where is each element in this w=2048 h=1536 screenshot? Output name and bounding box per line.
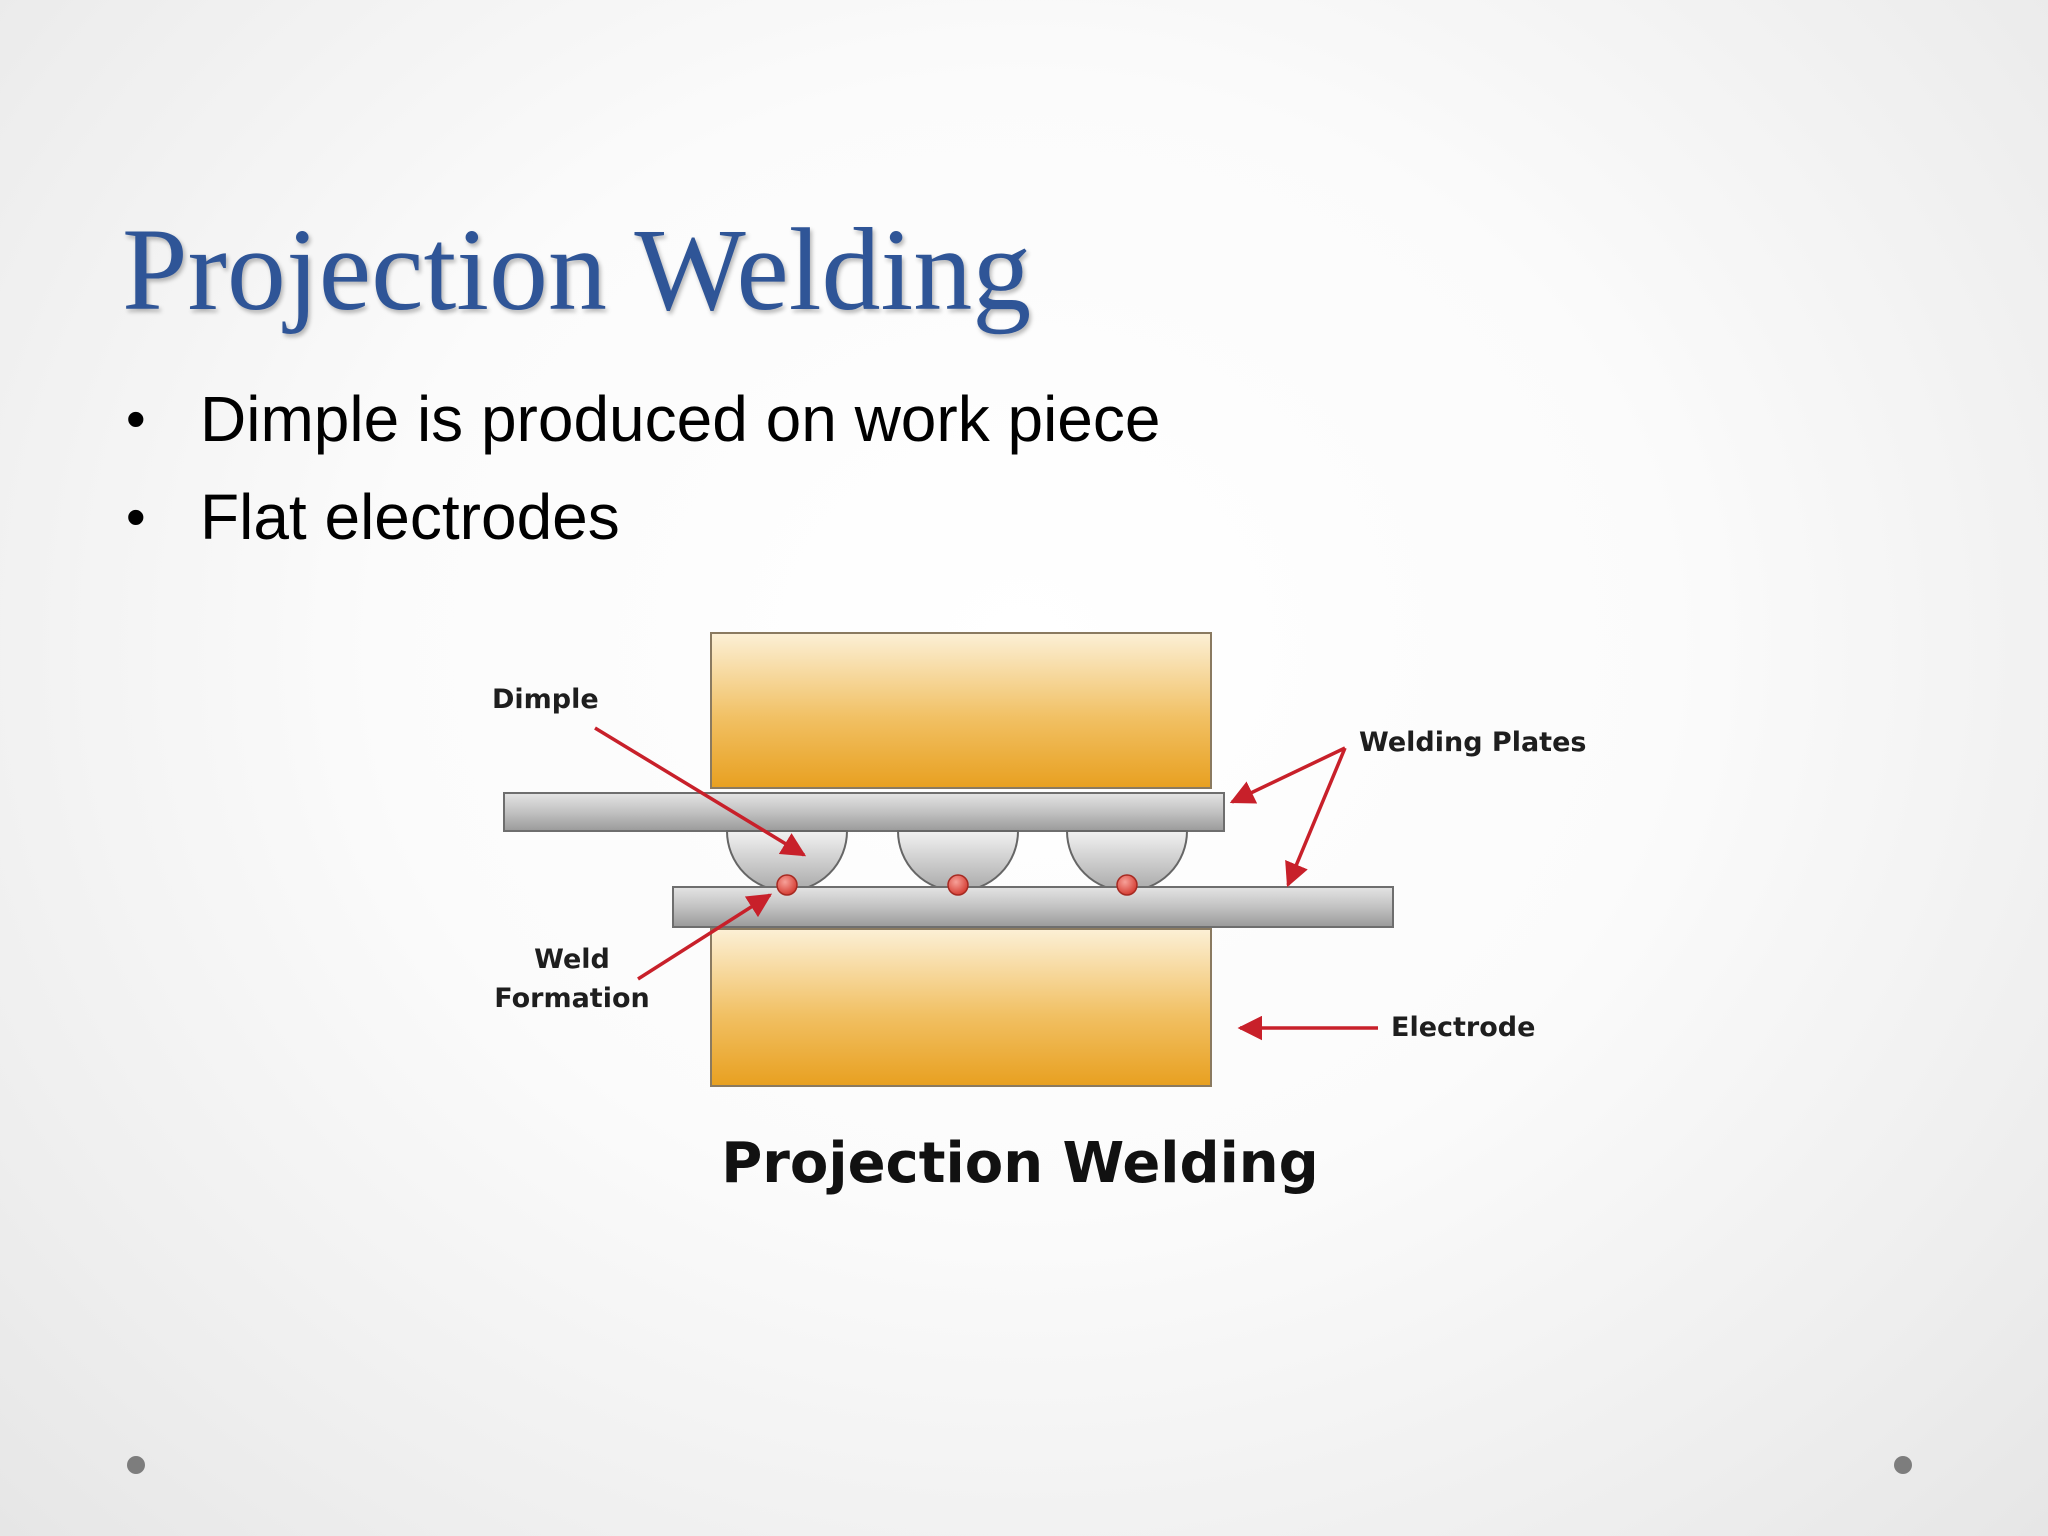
bullet-icon: •: [126, 485, 146, 548]
weld-point: [1116, 874, 1138, 896]
welding-plates-arrow: [1285, 747, 1347, 888]
weld-formation-arrow: [637, 893, 773, 981]
top-welding-plate: [503, 792, 1225, 832]
dimple-arrow: [594, 726, 807, 857]
welding-plates-arrow: [1229, 746, 1346, 804]
slide-title: Projection Welding: [122, 204, 1032, 335]
bullet-text: Dimple is produced on work piece: [200, 383, 1161, 455]
bullet-item: • Dimple is produced on work piece: [122, 370, 1160, 468]
weld-formation-label-line1: Weld: [534, 944, 610, 975]
top-electrode: [710, 632, 1212, 789]
weld-formation-label-line2: Formation: [494, 983, 650, 1014]
dimple-label: Dimple: [492, 684, 599, 715]
nav-dot-right-icon: [1894, 1456, 1912, 1474]
projection-welding-diagram: Dimple Welding Plates Weld Formation Ele…: [492, 632, 1586, 1196]
diagram-caption: Projection Welding: [721, 1131, 1319, 1196]
electrode-label: Electrode: [1391, 1012, 1535, 1043]
bottom-electrode: [710, 928, 1212, 1087]
bottom-welding-plate: [672, 886, 1394, 928]
weld-point: [947, 874, 969, 896]
welding-plates-label: Welding Plates: [1359, 727, 1586, 758]
nav-dot-left-icon: [127, 1456, 145, 1474]
bullet-icon: •: [126, 387, 146, 450]
weld-point: [776, 874, 798, 896]
bullet-list: • Dimple is produced on work piece • Flat …: [122, 370, 1160, 566]
bullet-item: • Flat electrodes: [122, 468, 1160, 566]
bullet-text: Flat electrodes: [200, 481, 620, 553]
